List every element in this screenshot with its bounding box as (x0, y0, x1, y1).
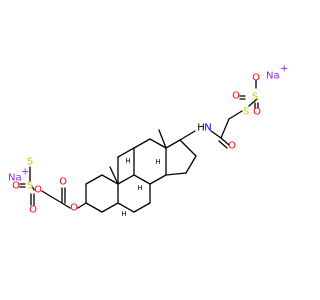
bond (158, 129, 167, 149)
bond (31, 185, 35, 191)
bond (117, 174, 135, 185)
sulfur-label: S (27, 157, 33, 168)
bond (228, 110, 243, 120)
bond (220, 118, 230, 139)
bond (218, 140, 228, 149)
structure-diagram: H H H H O O O S S O O Na + (8, 64, 288, 219)
bond (85, 202, 103, 213)
bond (117, 147, 135, 158)
oxygen-label: O (29, 205, 37, 216)
bond (179, 130, 196, 141)
molecule-canvas: H H H H O O O S S O O Na + (8, 64, 288, 219)
bond (248, 98, 258, 107)
oxygen-label: O (252, 73, 260, 84)
bond (179, 139, 197, 157)
oxygen-label: O (12, 181, 20, 192)
ester-side-chain (19, 166, 87, 209)
nitrogen-label: N (204, 123, 211, 134)
sulfur-label: S (252, 92, 258, 103)
bond (165, 172, 187, 176)
sulfur-label: S (27, 181, 33, 192)
bond (185, 155, 197, 174)
bond (165, 139, 181, 149)
bond (133, 202, 151, 213)
bond (210, 130, 222, 139)
oxygen-label: O (59, 177, 67, 188)
bond (220, 137, 230, 146)
oxygen-label: O (34, 185, 42, 196)
sulfur-label: S (243, 107, 249, 118)
h-atom-label: H (137, 184, 142, 192)
bond (133, 174, 151, 185)
bond (41, 190, 51, 197)
h-atom-label: H (197, 123, 205, 134)
bond (149, 174, 167, 185)
bond (133, 138, 151, 149)
bond (101, 202, 119, 213)
oxygen-label: O (253, 107, 261, 118)
h-atom-label: H (121, 210, 126, 218)
bond (149, 138, 167, 149)
sodium-ion-label: Na (266, 71, 280, 82)
steroid-skeleton (85, 129, 197, 213)
oxygen-label: O (228, 141, 236, 152)
sodium-charge: + (21, 167, 29, 178)
h-atom-label: H (125, 157, 130, 165)
bond (101, 174, 119, 185)
h-atom-label: H (155, 158, 160, 166)
bond (109, 166, 119, 185)
bond (77, 202, 87, 209)
oxygen-label: O (232, 91, 240, 102)
bond (117, 202, 135, 213)
bond (49, 195, 63, 204)
amide-side-chain (179, 79, 259, 149)
sodium-charge: + (280, 64, 288, 75)
bond (85, 174, 103, 185)
bond (61, 202, 71, 209)
oxygen-label: O (70, 203, 78, 214)
sodium-ion-label: Na (8, 173, 22, 184)
